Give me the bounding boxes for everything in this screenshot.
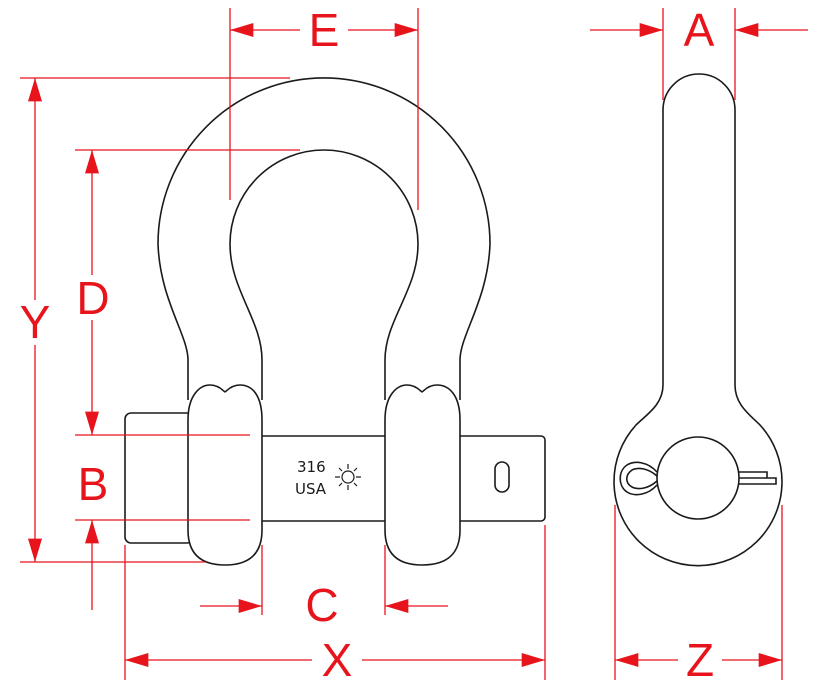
- stamp-origin: USA: [295, 480, 327, 498]
- label-E: E: [309, 4, 340, 56]
- label-B: B: [78, 458, 109, 510]
- label-Y: Y: [20, 296, 51, 348]
- label-A: A: [684, 4, 715, 56]
- shackle-bow: [157, 77, 491, 400]
- pin-nut: [124, 412, 194, 544]
- stamp-grade: 316: [297, 458, 326, 476]
- cotter-pin-loop-inner: [625, 467, 658, 490]
- label-C: C: [305, 579, 338, 631]
- left-eye: [187, 384, 263, 566]
- cotter-pin-legs: [739, 471, 777, 485]
- sun-logo-icon: [335, 464, 361, 490]
- label-X: X: [322, 634, 353, 686]
- dimensions: E A Y D B C X: [20, 4, 808, 686]
- side-view: [613, 73, 783, 567]
- label-D: D: [76, 272, 109, 324]
- side-body: [613, 73, 783, 567]
- cotter-slot: [494, 461, 510, 493]
- label-Z: Z: [686, 634, 714, 686]
- cotter-pin-loop: [619, 461, 658, 496]
- pin-end: [656, 436, 740, 520]
- right-eye: [384, 384, 461, 566]
- front-view: 316 USA: [124, 77, 546, 566]
